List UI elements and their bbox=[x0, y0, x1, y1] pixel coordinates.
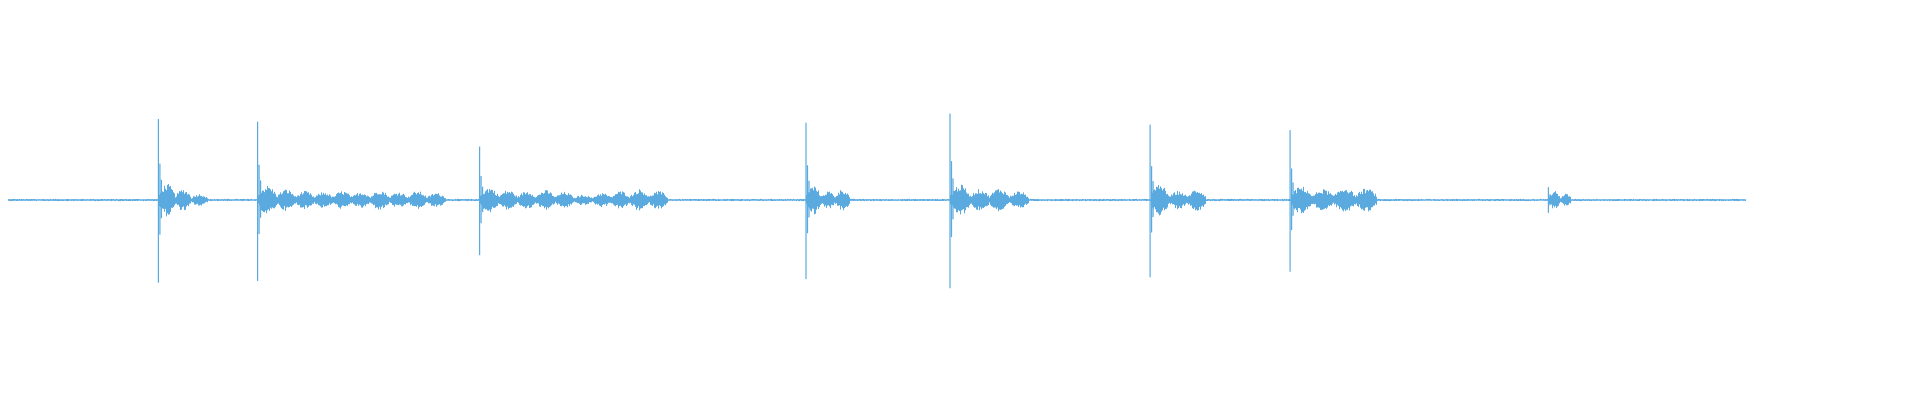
waveform-transient-2 bbox=[257, 121, 262, 281]
waveform-body bbox=[8, 184, 1746, 217]
waveform-transient-7 bbox=[1289, 130, 1294, 272]
waveform-transient-8 bbox=[1547, 187, 1552, 213]
waveform-transient-4 bbox=[805, 122, 810, 280]
waveform-trace bbox=[8, 113, 1746, 289]
waveform-transient-3 bbox=[479, 146, 484, 256]
waveform-transient-6 bbox=[1149, 124, 1154, 278]
waveform-transient-5 bbox=[949, 113, 954, 289]
waveform-transient-1 bbox=[157, 119, 162, 283]
